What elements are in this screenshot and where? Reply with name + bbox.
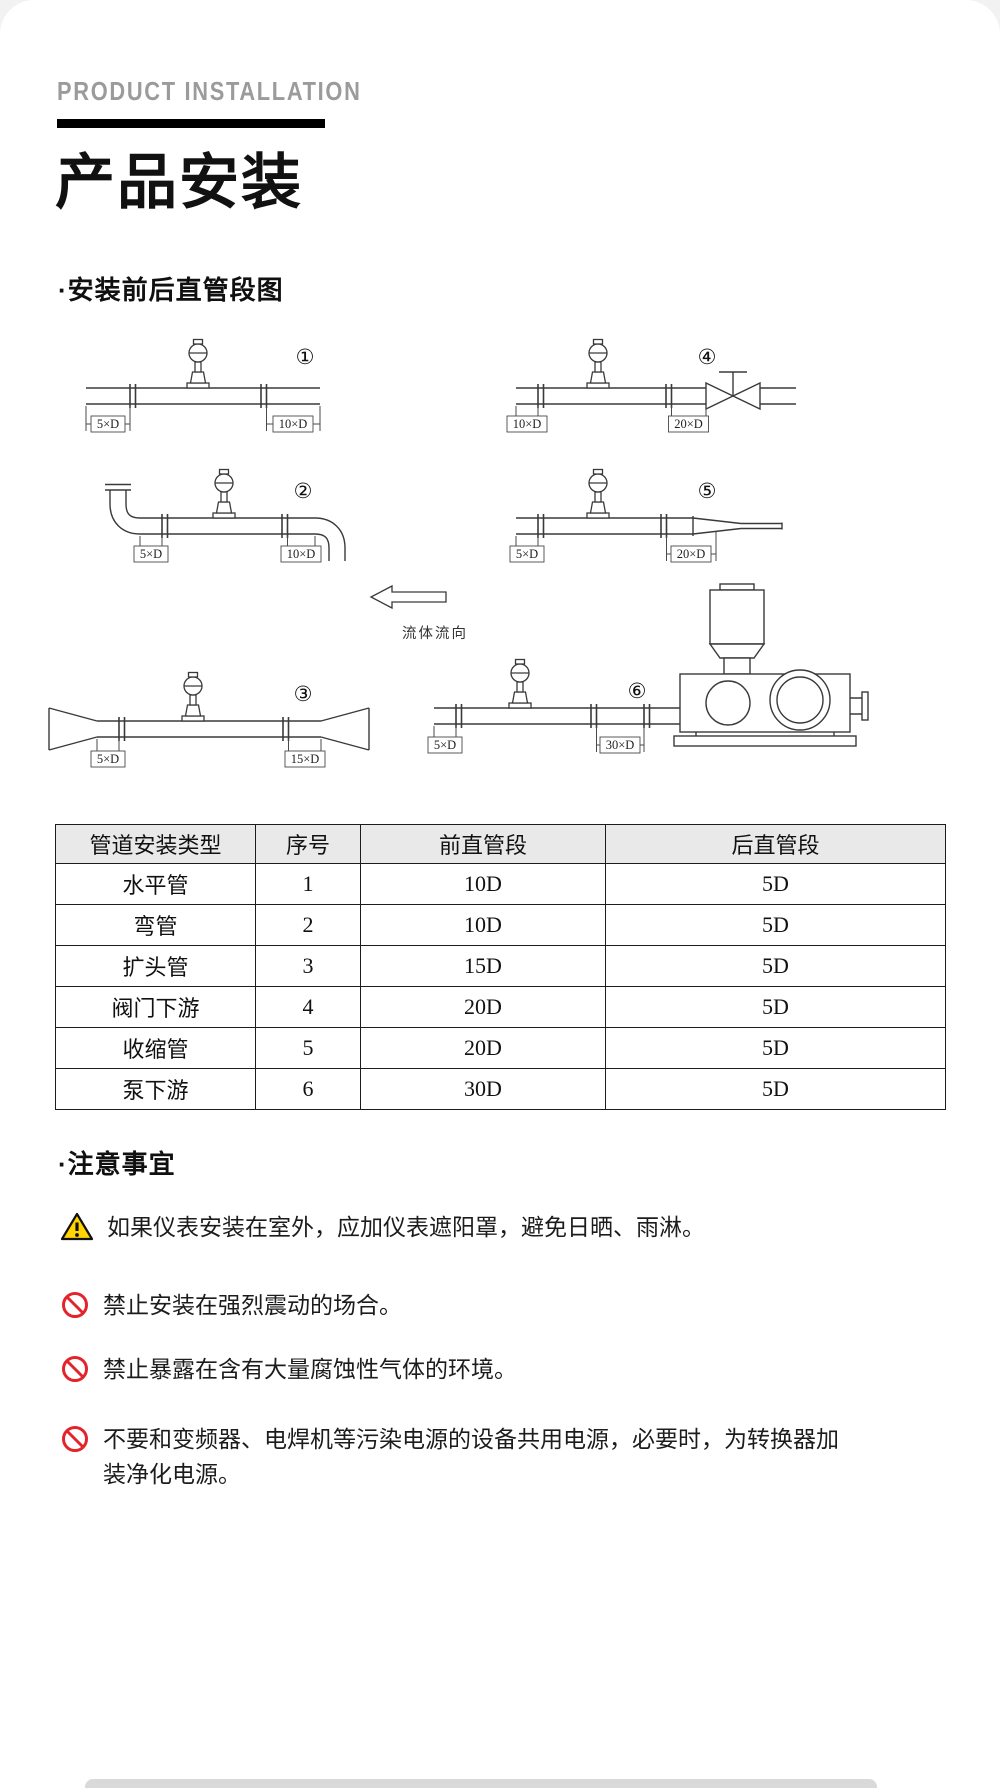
diagram-number: ④ (698, 345, 717, 369)
table-row: 收缩管 5 20D 5D (55, 1027, 946, 1069)
col-header-upstream: 前直管段 (360, 824, 606, 864)
dim-label: 20×D (674, 417, 703, 431)
diagram-3-expander-pipe: 5×D 15×D ③ (48, 671, 370, 768)
dim-label: 15×D (291, 752, 320, 766)
title-accent-bar (57, 119, 325, 128)
cell-type: 泵下游 (55, 1068, 256, 1110)
dim-label: 5×D (140, 547, 162, 561)
flow-direction-arrow-icon (369, 584, 447, 610)
diagram-2-bend-pipe: 5×D 10×D ② (105, 468, 346, 563)
cell-type: 扩头管 (55, 945, 256, 987)
cell-upstream: 20D (360, 986, 606, 1028)
diagram-4-valve-downstream: 10×D 20×D ④ (506, 338, 796, 433)
diagram-5-reducer-pipe: 5×D 20×D ⑤ (509, 468, 783, 563)
section-title-straight-pipe-diagrams: ·安装前后直管段图 (58, 275, 284, 305)
prohibited-icon (62, 1426, 88, 1452)
cell-type: 弯管 (55, 904, 256, 946)
flow-direction-label: 流体流向 (402, 626, 468, 642)
dim-label: 5×D (97, 417, 119, 431)
note-item: 如果仪表安装在室外，应加仪表遮阳罩，避免日晒、雨淋。 (60, 1210, 945, 1245)
prohibited-icon (62, 1356, 88, 1382)
dim-label: 5×D (97, 752, 119, 766)
col-header-index: 序号 (255, 824, 361, 864)
diagram-1-horizontal-pipe: 5×D 10×D ① (85, 338, 321, 433)
cell-upstream: 30D (360, 1068, 606, 1110)
cell-upstream: 10D (360, 863, 606, 905)
table-row: 泵下游 6 30D 5D (55, 1068, 946, 1110)
diagram-number: ① (296, 345, 315, 369)
dim-label: 10×D (287, 547, 316, 561)
table-row: 水平管 1 10D 5D (55, 863, 946, 905)
dim-label: 10×D (513, 417, 542, 431)
prohibited-icon (62, 1292, 88, 1318)
cell-index: 3 (255, 945, 361, 987)
dim-label: 20×D (677, 547, 706, 561)
next-section-divider (85, 1779, 877, 1788)
col-header-downstream: 后直管段 (605, 824, 946, 864)
flow-sensor-icon (212, 468, 236, 519)
cell-type: 水平管 (55, 863, 256, 905)
diagram-number: ⑤ (698, 479, 717, 503)
dim-label: 5×D (516, 547, 538, 561)
cell-index: 1 (255, 863, 361, 905)
section-title-precautions: ·注意事宜 (58, 1149, 176, 1179)
diagram-number: ③ (294, 682, 313, 706)
dim-label: 5×D (434, 738, 456, 752)
cell-upstream: 10D (360, 904, 606, 946)
dim-label: 30×D (606, 738, 635, 752)
cell-index: 4 (255, 986, 361, 1028)
flow-sensor-icon (586, 338, 610, 389)
col-header-install-type: 管道安装类型 (55, 824, 256, 864)
warning-triangle-icon (60, 1212, 94, 1241)
cell-index: 5 (255, 1027, 361, 1069)
dim-label: 10×D (279, 417, 308, 431)
note-text: 如果仪表安装在室外，应加仪表遮阳罩，避免日晒、雨淋。 (107, 1214, 705, 1240)
table-row: 阀门下游 4 20D 5D (55, 986, 946, 1028)
table-row: 扩头管 3 15D 5D (55, 945, 946, 987)
cell-downstream: 5D (605, 945, 946, 987)
cell-type: 收缩管 (55, 1027, 256, 1069)
note-text: 禁止安装在强烈震动的场合。 (103, 1292, 402, 1318)
flow-sensor-icon (186, 338, 210, 389)
diagram-number: ⑥ (628, 679, 647, 703)
pump-icon (673, 583, 869, 747)
flow-sensor-icon (508, 658, 532, 709)
table-row: 弯管 2 10D 5D (55, 904, 946, 946)
straight-pipe-requirements-table: 管道安装类型 序号 前直管段 后直管段 水平管 1 10D 5D 弯管 2 10… (55, 824, 946, 1110)
diagram-number: ② (294, 479, 313, 503)
cell-downstream: 5D (605, 986, 946, 1028)
note-item: 不要和变频器、电焊机等污染电源的设备共用电源，必要时，为转换器加装净化电源。 (60, 1422, 945, 1491)
cell-index: 2 (255, 904, 361, 946)
cell-upstream: 20D (360, 1027, 606, 1069)
note-item: 禁止安装在强烈震动的场合。 (60, 1288, 945, 1323)
cell-upstream: 15D (360, 945, 606, 987)
cell-downstream: 5D (605, 1027, 946, 1069)
flow-sensor-icon (181, 671, 205, 722)
note-text: 禁止暴露在含有大量腐蚀性气体的环境。 (103, 1356, 517, 1382)
diagram-6-pump-downstream: 5×D 30×D ⑥ (427, 583, 869, 754)
eyebrow-heading: PRODUCT INSTALLATION (57, 76, 362, 106)
cell-downstream: 5D (605, 904, 946, 946)
cell-type: 阀门下游 (55, 986, 256, 1028)
cell-index: 6 (255, 1068, 361, 1110)
flow-sensor-icon (586, 468, 610, 519)
table-header-row: 管道安装类型 序号 前直管段 后直管段 (55, 824, 946, 864)
page-title: 产品安装 (55, 149, 303, 216)
cell-downstream: 5D (605, 1068, 946, 1110)
note-item: 禁止暴露在含有大量腐蚀性气体的环境。 (60, 1352, 945, 1387)
note-text: 不要和变频器、电焊机等污染电源的设备共用电源，必要时，为转换器加装净化电源。 (103, 1426, 839, 1487)
cell-downstream: 5D (605, 863, 946, 905)
